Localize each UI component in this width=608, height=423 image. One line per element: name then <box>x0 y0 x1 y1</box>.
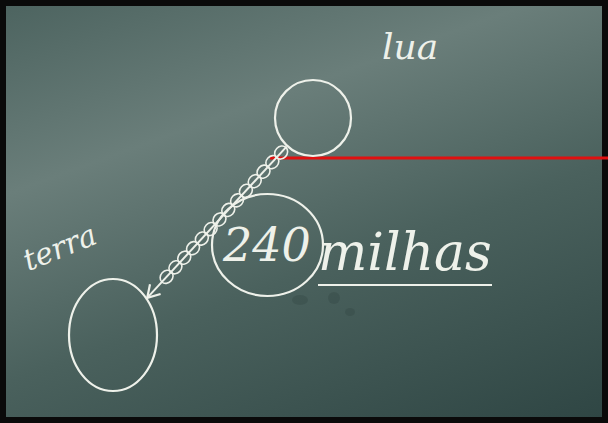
chain-link <box>193 229 211 247</box>
circle-outline <box>274 79 352 157</box>
chain-link <box>254 162 272 180</box>
circle-shape <box>275 80 351 156</box>
chain-link <box>246 172 264 190</box>
chain-link <box>184 239 202 257</box>
chalk-circle: lua <box>274 79 352 157</box>
chain-link <box>166 258 184 276</box>
unit-label: milhas <box>318 226 492 286</box>
chain-link <box>263 153 281 171</box>
chain-link <box>175 248 193 266</box>
body-name: terra <box>19 220 101 276</box>
smudges <box>292 292 355 316</box>
chain-link <box>157 268 175 286</box>
circle-shape <box>212 194 323 296</box>
circle-shape <box>69 279 157 391</box>
distance-number: 240 <box>223 222 311 268</box>
chalkboard <box>6 6 602 417</box>
chalk-circle: 240 <box>211 193 324 297</box>
body-name: lua <box>382 29 438 65</box>
circle-outline <box>68 278 158 392</box>
red-marker-line <box>270 157 608 160</box>
chalk-circle: terra <box>68 278 158 392</box>
arrowhead <box>147 284 160 298</box>
